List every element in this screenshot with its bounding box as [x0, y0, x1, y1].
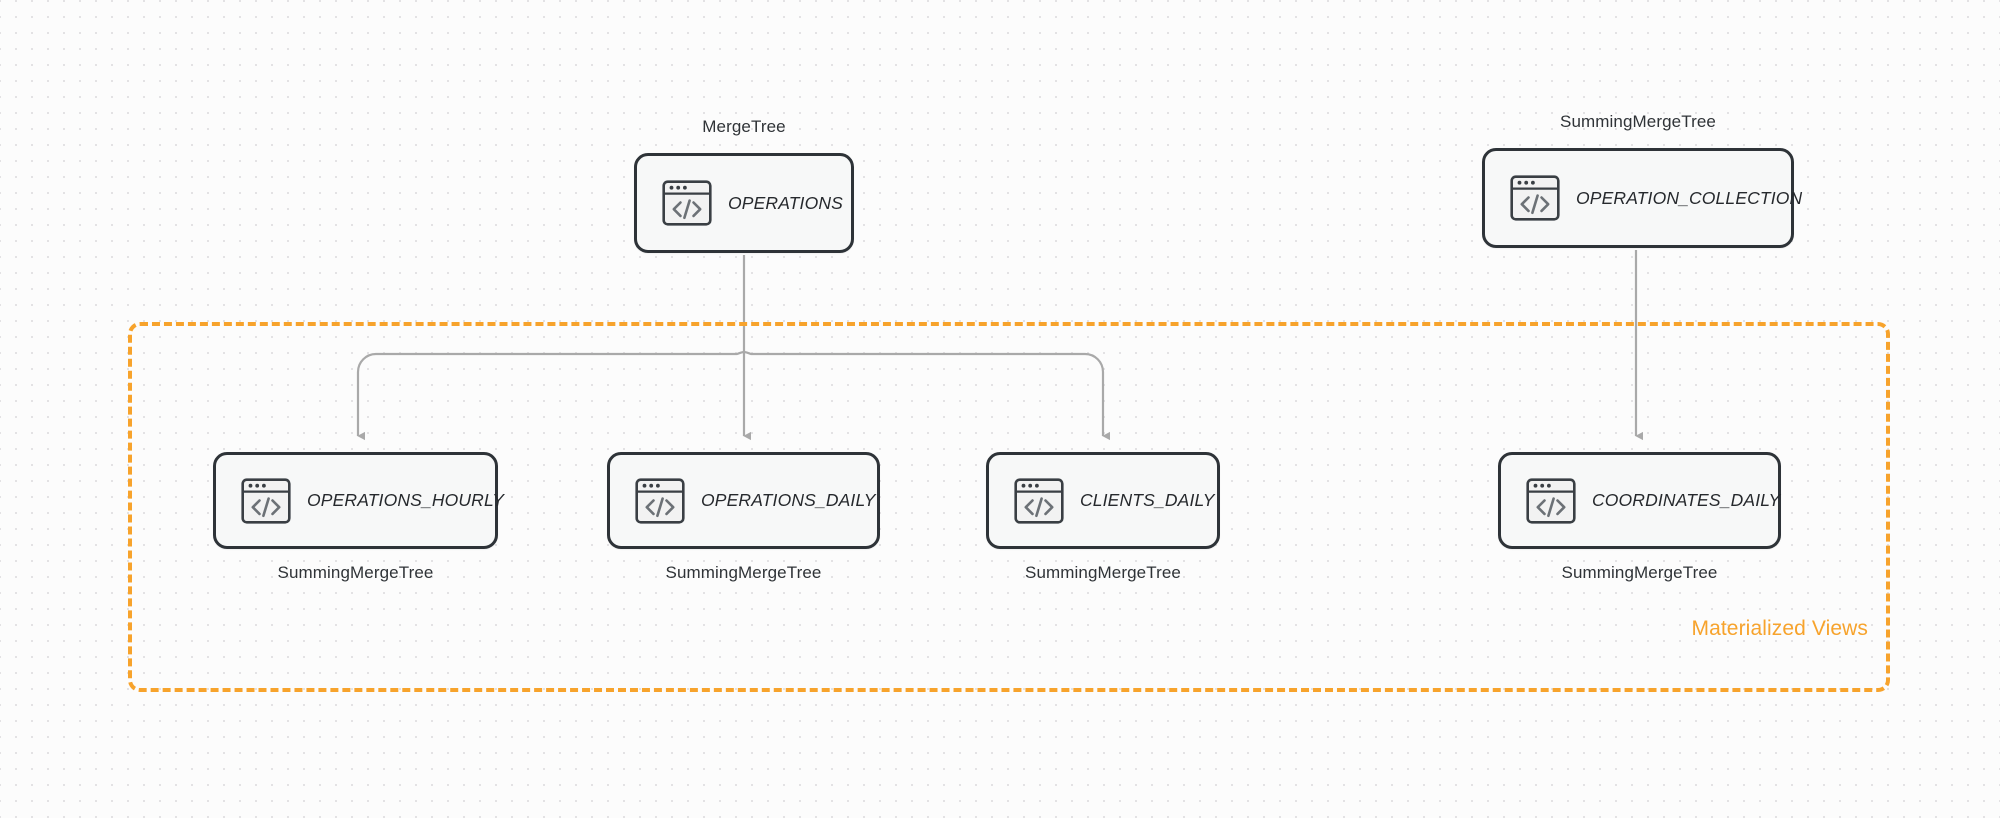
node-operations-daily[interactable]: OPERATIONS_DAILY — [607, 452, 880, 549]
node-operations-hourly[interactable]: OPERATIONS_HOURLY — [213, 452, 504, 549]
materialized-views-group-label: Materialized Views — [1691, 617, 1868, 640]
engine-caption-clients-daily: SummingMergeTree — [1025, 563, 1181, 582]
code-window-icon — [1510, 175, 1560, 221]
node-title: CLIENTS_DAILY — [1080, 490, 1215, 510]
engine-caption-coordinates-daily: SummingMergeTree — [1561, 563, 1718, 582]
node-title: OPERATIONS — [728, 192, 843, 213]
code-window-icon — [1526, 477, 1576, 524]
node-operation-collection[interactable]: OPERATION_COLLECTION — [1482, 148, 1802, 248]
node-title: COORDINATES_DAILY — [1592, 490, 1781, 510]
node-title: OPERATIONS_HOURLY — [307, 490, 505, 510]
node-title: OPERATIONS_DAILY — [701, 490, 876, 510]
engine-caption-operations-daily: SummingMergeTree — [665, 563, 822, 582]
node-operations[interactable]: OPERATIONS — [634, 153, 854, 253]
engine-caption-operations-hourly: SummingMergeTree — [277, 563, 434, 582]
code-window-icon — [241, 477, 291, 524]
materialized-views-group — [128, 322, 1890, 692]
code-window-icon — [1014, 477, 1064, 524]
code-window-icon — [662, 180, 712, 226]
node-clients-daily[interactable]: CLIENTS_DAILY — [986, 452, 1220, 549]
engine-caption-operations: MergeTree — [702, 117, 786, 136]
code-window-icon — [635, 477, 685, 524]
node-title: OPERATION_COLLECTION — [1576, 187, 1803, 208]
engine-caption-operation-collection: SummingMergeTree — [1560, 112, 1716, 131]
node-coordinates-daily[interactable]: COORDINATES_DAILY — [1498, 452, 1781, 549]
